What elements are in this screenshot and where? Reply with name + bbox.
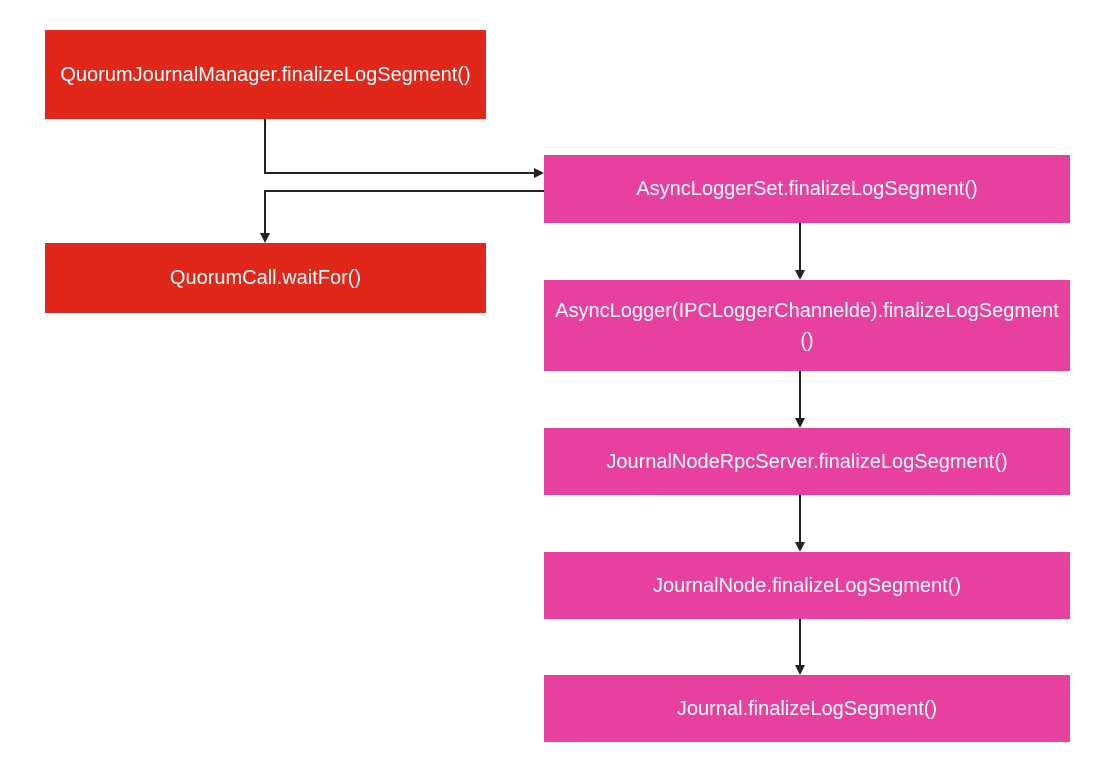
- arrow-asyncloggerset-to-quorumcall: [260, 190, 544, 243]
- node-label: AsyncLogger(IPCLoggerChannelde).finalize…: [555, 299, 1059, 352]
- node-label: JournalNodeRpcServer.finalizeLogSegment(…: [606, 450, 1008, 473]
- node-async-logger-set: AsyncLoggerSet.finalizeLogSegment(): [544, 155, 1070, 223]
- node-journal-node: JournalNode.finalizeLogSegment(): [544, 552, 1070, 619]
- arrow-qjm-to-asyncloggerset: [264, 119, 544, 178]
- node-journal: Journal.finalizeLogSegment(): [544, 675, 1070, 742]
- node-label: JournalNode.finalizeLogSegment(): [653, 574, 961, 597]
- node-quorum-call: QuorumCall.waitFor(): [45, 243, 486, 313]
- node-label: QuorumJournalManager.finalizeLogSegment(…: [60, 63, 471, 86]
- node-quorum-journal-manager: QuorumJournalManager.finalizeLogSegment(…: [45, 30, 486, 119]
- node-async-logger: AsyncLogger(IPCLoggerChannelde).finalize…: [544, 280, 1070, 371]
- node-label: Journal.finalizeLogSegment(): [676, 697, 938, 720]
- node-label: AsyncLoggerSet.finalizeLogSegment(): [636, 178, 978, 200]
- node-journal-node-rpc-server: JournalNodeRpcServer.finalizeLogSegment(…: [544, 428, 1070, 495]
- node-label: QuorumCall.waitFor(): [169, 267, 362, 289]
